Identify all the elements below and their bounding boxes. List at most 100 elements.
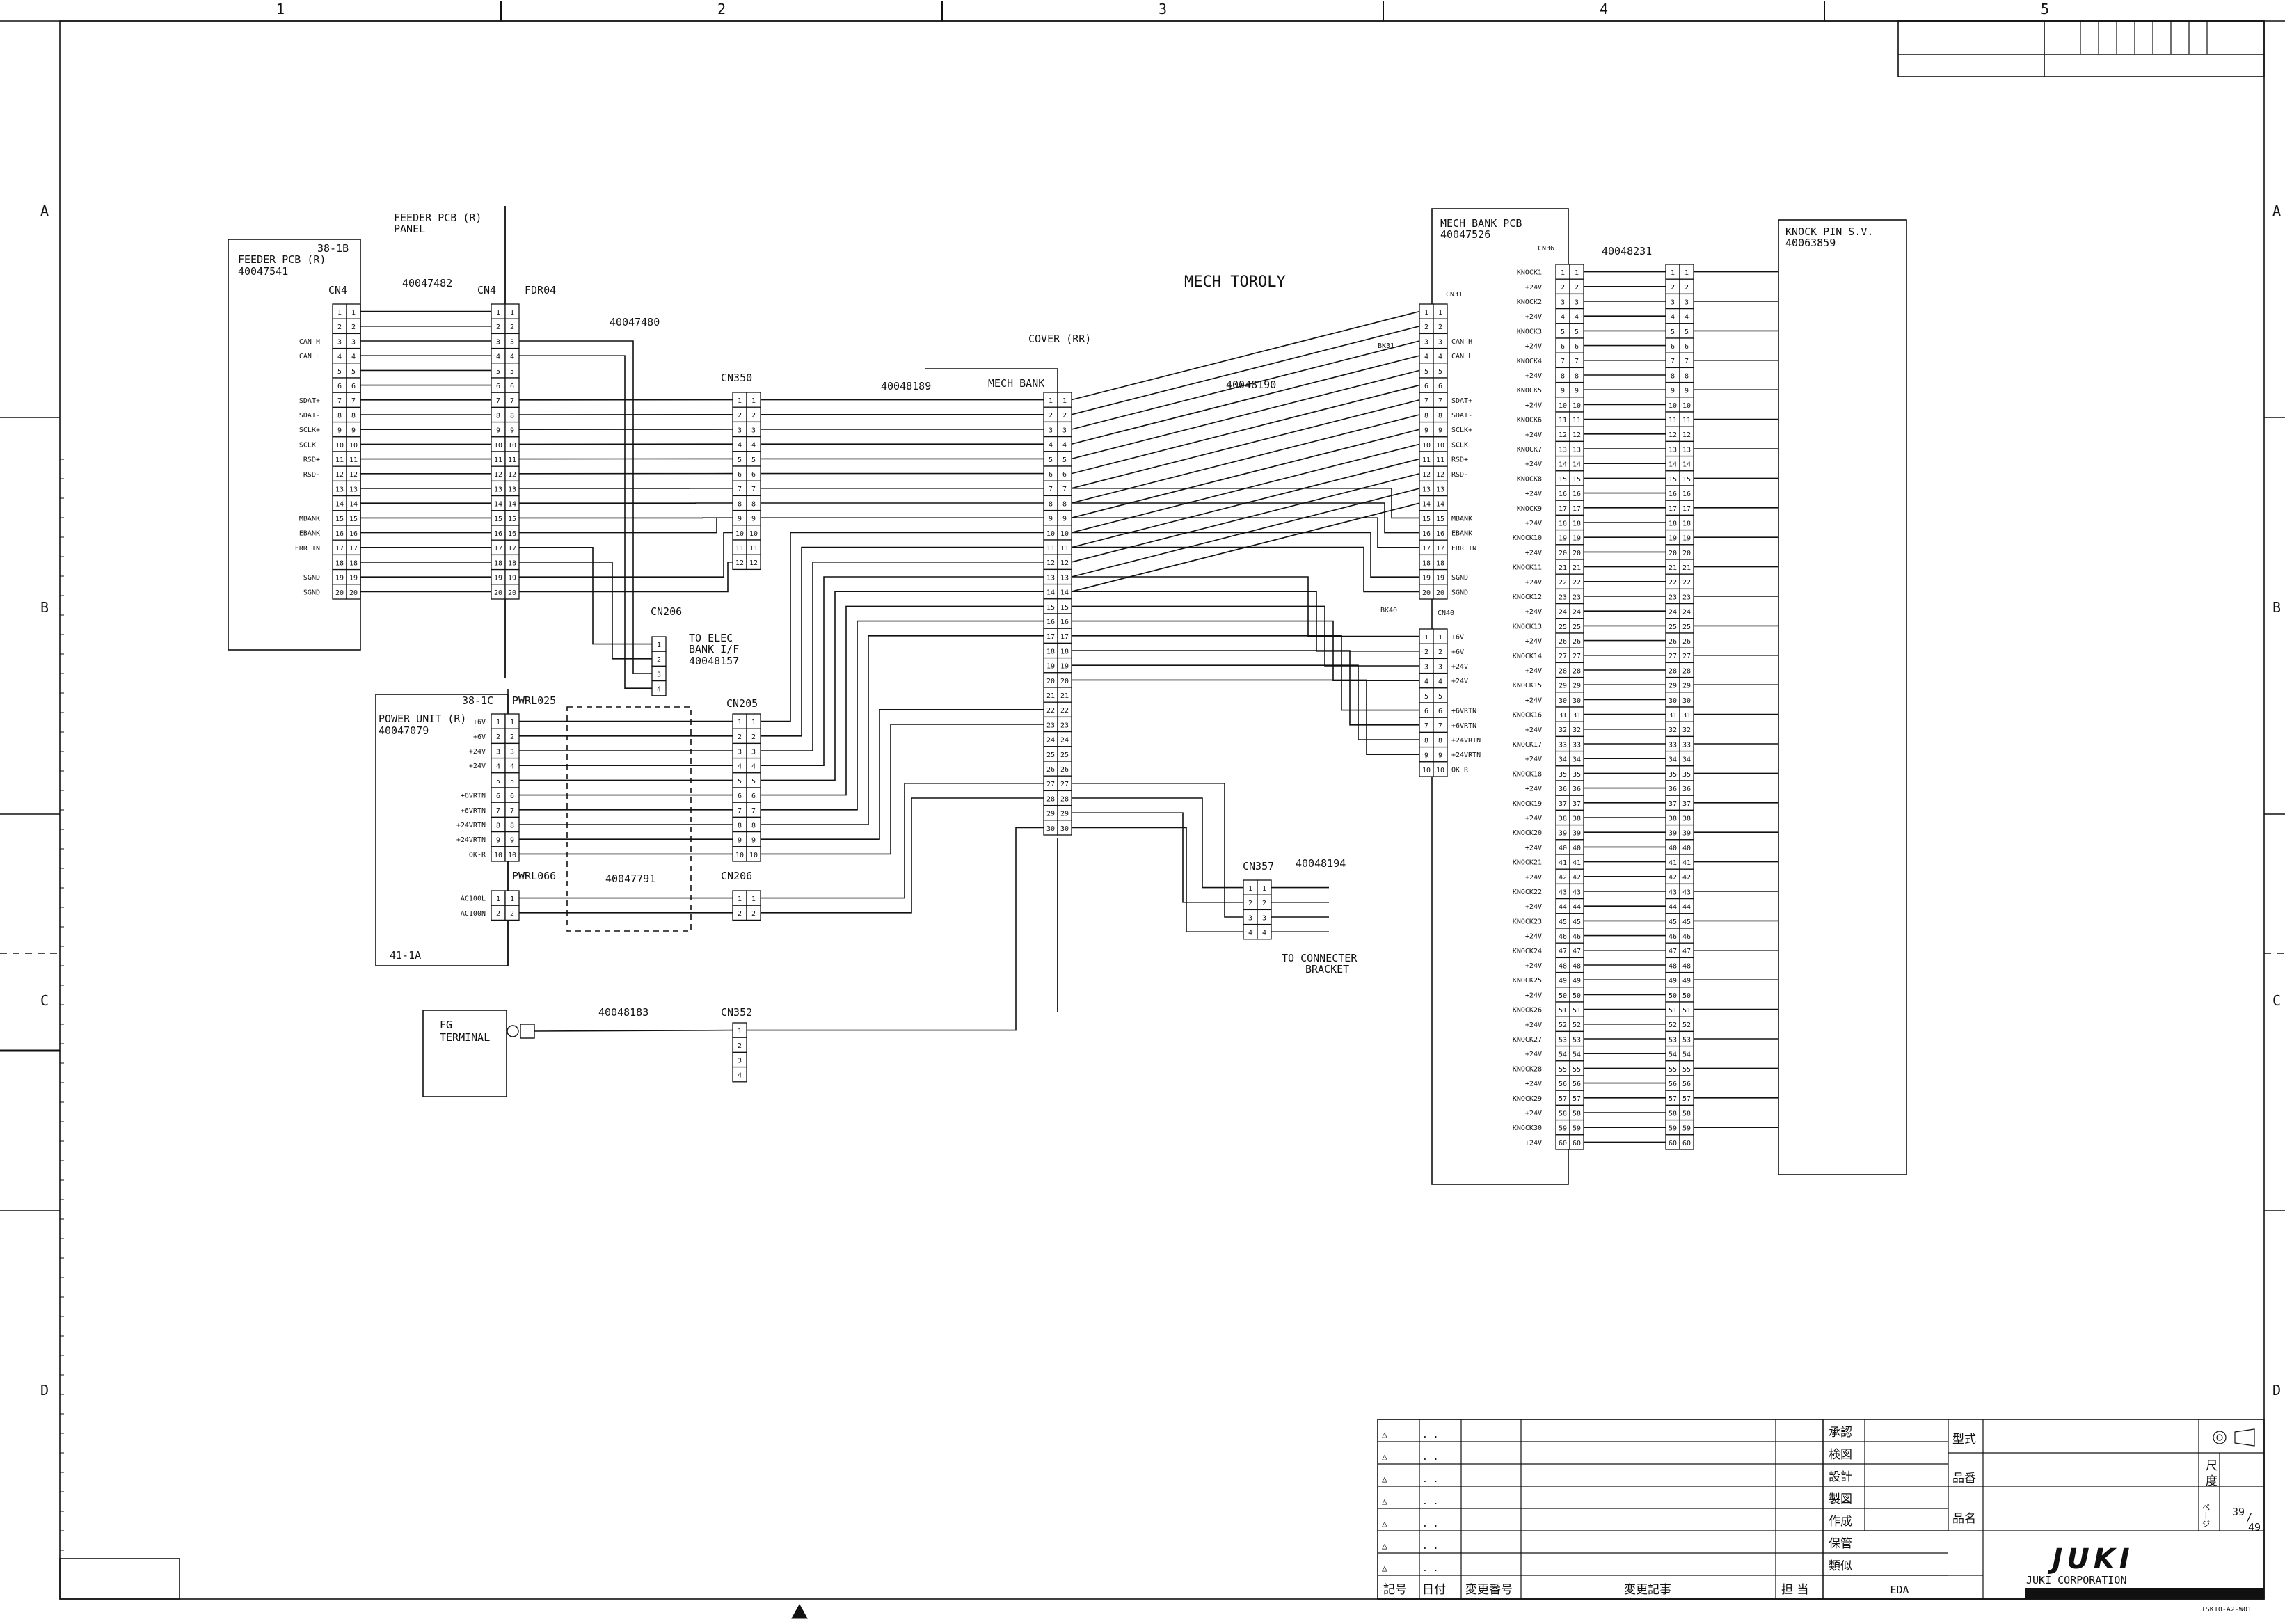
part-no-label: 品番 bbox=[1952, 1472, 1976, 1486]
rev-triangle-icon: △ bbox=[1382, 1541, 1387, 1552]
pin-number: 12 bbox=[1669, 431, 1677, 439]
pin-number: 2 bbox=[1262, 900, 1266, 907]
knock-signal-label: +24V bbox=[1525, 903, 1542, 911]
pin-number: 2 bbox=[1561, 284, 1565, 292]
cn40-signal-label: +6VRTN bbox=[1451, 708, 1476, 715]
pin-number: 41 bbox=[1559, 859, 1567, 867]
center-triangle-icon bbox=[791, 1603, 808, 1619]
pin-number: 2 bbox=[510, 910, 514, 918]
pin-number: 2 bbox=[1062, 412, 1067, 420]
pin-number: 15 bbox=[335, 516, 344, 523]
pin-number: 60 bbox=[1559, 1140, 1567, 1147]
wire bbox=[761, 620, 1044, 811]
pin-number: 4 bbox=[351, 353, 356, 361]
pin-number: 8 bbox=[510, 822, 514, 829]
pin-number: 9 bbox=[1424, 427, 1428, 435]
pin-number: 6 bbox=[751, 793, 756, 800]
pin-number: 2 bbox=[1049, 412, 1053, 420]
pin-number: 19 bbox=[494, 575, 502, 582]
pin-number: 52 bbox=[1573, 1021, 1581, 1029]
pin-number: 32 bbox=[1573, 726, 1581, 734]
pin-cell bbox=[504, 584, 520, 600]
knock-signal-label: KNOCK17 bbox=[1513, 741, 1542, 749]
pin-number: 45 bbox=[1573, 918, 1581, 926]
header-change-no: 変更番号 bbox=[1465, 1583, 1513, 1597]
ac-signal-label: AC100L bbox=[461, 895, 486, 903]
pin-number: 29 bbox=[1060, 811, 1069, 818]
scale-label-1: 尺 bbox=[2206, 1459, 2218, 1473]
cn40-signal-label: OK-R bbox=[1451, 766, 1469, 774]
pin-number: 5 bbox=[510, 778, 514, 786]
pin-number: 42 bbox=[1669, 874, 1677, 882]
pin-number: 12 bbox=[1559, 431, 1567, 439]
pin-number: 2 bbox=[1438, 324, 1442, 331]
draw-label: 製図 bbox=[1829, 1492, 1852, 1506]
pin-number: 52 bbox=[1682, 1021, 1691, 1029]
pin-number: 20 bbox=[335, 589, 344, 597]
revision-box bbox=[1897, 20, 2265, 77]
power-signal-label: +6VRTN bbox=[461, 793, 486, 800]
pin-number: 22 bbox=[1682, 579, 1691, 587]
pin-number: 2 bbox=[1575, 284, 1579, 292]
pin-number: 10 bbox=[335, 442, 344, 449]
line-segment bbox=[1071, 310, 1420, 401]
pin-number: 19 bbox=[508, 575, 516, 582]
pin-number: 5 bbox=[1424, 693, 1428, 701]
panel-connector-label: CN4 bbox=[477, 284, 496, 296]
wire bbox=[1072, 532, 1419, 578]
pin-number: 50 bbox=[1682, 992, 1691, 1000]
pin-number: 36 bbox=[1573, 786, 1581, 793]
pin-number: 51 bbox=[1559, 1007, 1567, 1014]
bk40-label: BK40 bbox=[1380, 607, 1397, 614]
pin-number: 8 bbox=[1438, 412, 1442, 420]
cn31-signal-label: SCLK- bbox=[1451, 441, 1472, 449]
pin-number: 56 bbox=[1682, 1081, 1691, 1088]
rev-dots: . . bbox=[1422, 1519, 1438, 1529]
pin-number: 18 bbox=[1060, 648, 1069, 655]
pin-number: 5 bbox=[1438, 368, 1442, 376]
pin-number: 2 bbox=[657, 656, 661, 664]
knock-signal-label: +24V bbox=[1525, 431, 1542, 439]
pin-number: 8 bbox=[510, 412, 514, 420]
knock-signal-label: KNOCK29 bbox=[1513, 1095, 1542, 1103]
pin-number: 28 bbox=[1060, 795, 1069, 803]
pin-number: 6 bbox=[1685, 343, 1689, 351]
pin-number: 6 bbox=[496, 793, 500, 800]
pin-number: 55 bbox=[1559, 1066, 1567, 1074]
check-label: 検図 bbox=[1829, 1448, 1852, 1462]
pin-number: 7 bbox=[751, 486, 756, 493]
pin-number: 16 bbox=[1682, 491, 1691, 498]
pin-number: 2 bbox=[738, 412, 742, 420]
cn31-signal-label: ERR IN bbox=[1451, 545, 1476, 552]
pin-number: 7 bbox=[738, 807, 742, 815]
pin-number: 9 bbox=[1049, 516, 1053, 523]
feeder-signal-label: MBANK bbox=[299, 515, 320, 523]
pin-cell bbox=[746, 905, 761, 921]
page-label: ページ bbox=[2201, 1503, 2211, 1528]
design-label: 設計 bbox=[1829, 1470, 1852, 1484]
pin-number: 10 bbox=[735, 530, 744, 538]
pin-number: 6 bbox=[1062, 471, 1067, 479]
pin-number: 46 bbox=[1573, 933, 1581, 941]
pin-number: 15 bbox=[1060, 604, 1069, 612]
projection-symbol-icon bbox=[2234, 1428, 2255, 1447]
header-responsible: 担 当 bbox=[1781, 1583, 1808, 1597]
pin-number: 11 bbox=[1559, 417, 1567, 424]
feeder-signal-label: SDAT+ bbox=[299, 397, 320, 405]
pin-number: 2 bbox=[496, 733, 500, 741]
pin-number: 15 bbox=[508, 516, 516, 523]
pin-number: 3 bbox=[1262, 914, 1266, 922]
rev-triangle-icon: △ bbox=[1382, 1474, 1387, 1485]
cn40-label: CN40 bbox=[1438, 610, 1454, 617]
pin-number: 4 bbox=[510, 763, 514, 771]
pin-number: 1 bbox=[1262, 885, 1266, 893]
